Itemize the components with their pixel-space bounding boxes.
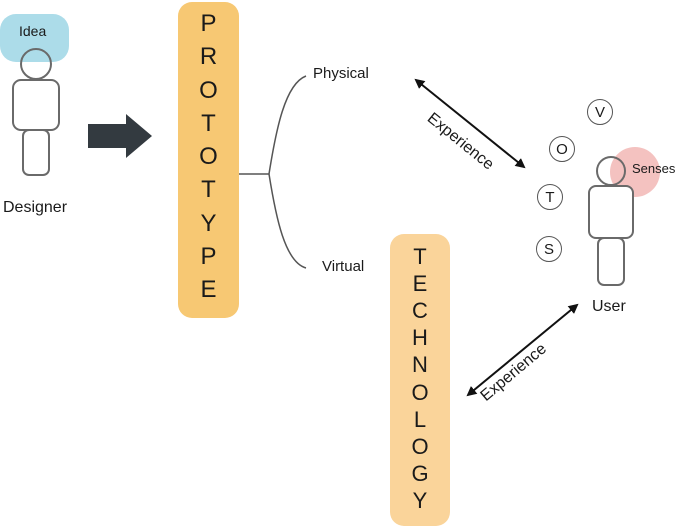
technology-letter: L: [413, 406, 427, 432]
prototype-pill: [178, 2, 239, 318]
prototype-letter: Y: [200, 209, 217, 237]
prototype-letter: P: [200, 10, 217, 37]
technology-letter: C: [412, 298, 428, 324]
technology-letter: T: [413, 244, 427, 269]
technology-letter: N: [412, 352, 428, 378]
user-figure: [588, 156, 634, 286]
senses-bubble: [610, 147, 660, 197]
sense-circle-t: T: [537, 184, 563, 210]
designer-figure: [12, 48, 60, 176]
technology-word: T E C H N O L O G Y: [405, 246, 435, 512]
technology-letter: O: [411, 379, 429, 405]
prototype-letter: O: [199, 143, 218, 170]
sense-circle-o: O: [549, 136, 575, 162]
technology-pill: [390, 234, 450, 526]
branch-lines: [239, 75, 307, 269]
user-label: User: [592, 298, 626, 315]
physical-label: Physical: [313, 65, 369, 82]
prototype-letter: T: [201, 109, 216, 137]
idea-bubble: [0, 14, 69, 62]
prototype-letter: P: [200, 242, 217, 270]
prototype-letter: R: [199, 43, 218, 71]
technology-letter: G: [411, 460, 429, 486]
virtual-label: Virtual: [322, 258, 365, 275]
technology-letter: E: [412, 271, 428, 297]
prototype-letter: T: [201, 176, 216, 204]
senses-label: Senses: [632, 161, 676, 176]
experience-arrow-lower: [466, 303, 579, 397]
prototype-letter: E: [200, 276, 217, 303]
prototype-letter: O: [199, 76, 218, 104]
sense-circle-v: V: [587, 99, 613, 125]
technology-letter: O: [411, 433, 429, 459]
designer-label: Designer: [3, 199, 68, 216]
sense-circle-s: S: [536, 236, 562, 262]
process-arrow: [88, 114, 152, 158]
idea-label: Idea: [19, 23, 47, 39]
experience-arrow-upper: [414, 78, 526, 169]
technology-letter: H: [412, 325, 428, 351]
technology-letter: Y: [412, 487, 428, 513]
prototype-word: P R O T O T Y P E: [193, 12, 224, 302]
